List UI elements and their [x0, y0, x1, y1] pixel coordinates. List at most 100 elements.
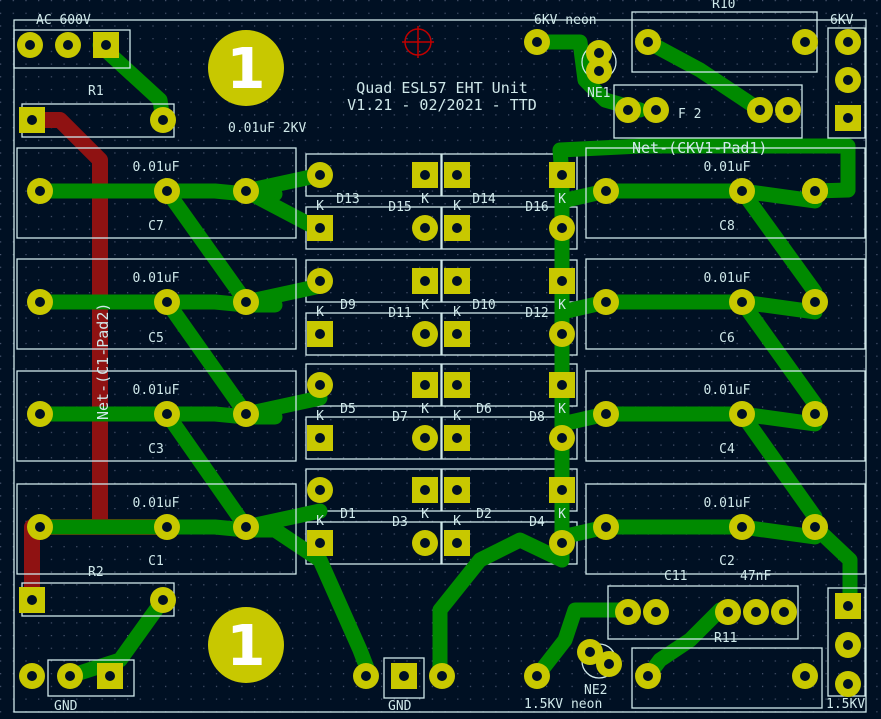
c-partial-outline: [613, 84, 803, 139]
diode-ref-d8: D8: [529, 410, 545, 425]
label-net-ckv1: Net-(CKV1-Pad1): [632, 139, 767, 157]
diode-k-marker: K: [421, 402, 429, 417]
pad-d14-k-drill: [452, 170, 462, 180]
diode-k-marker: K: [421, 507, 429, 522]
pad-c8-2-drill: [737, 186, 747, 196]
pad-d1-a-drill: [315, 485, 325, 495]
pad-d12-k-drill: [452, 329, 462, 339]
pad-d2-k-drill: [452, 485, 462, 495]
diode-body-d11: [305, 312, 442, 356]
crosshair-marker-icon: [402, 26, 434, 58]
diode-k-marker: K: [316, 514, 324, 529]
track-r10-to-c: [640, 34, 768, 118]
capacitor-value-c4: 0.01uF: [704, 383, 751, 398]
pad-d10-k-drill: [452, 276, 462, 286]
label-6kv-neon: 6KV neon: [534, 13, 597, 28]
capacitor-value-c6: 0.01uF: [704, 271, 751, 286]
pad-1-5kv-1-drill: [843, 601, 853, 611]
label-gnd-mid: GND: [388, 699, 412, 714]
diode-body-d4: [441, 521, 578, 565]
r11-outline: [631, 647, 823, 709]
pad-d11-k-drill: [315, 329, 325, 339]
diode-ref-d4: D4: [529, 515, 545, 530]
capacitor-value-c3: 0.01uF: [133, 383, 180, 398]
pad-r1-2-drill: [158, 115, 168, 125]
pad-d14-k2-drill: [557, 170, 567, 180]
pad-d6-k-drill: [452, 380, 462, 390]
capacitor-outline-c3: [16, 370, 297, 462]
pad-r10-2-drill: [800, 37, 810, 47]
label-r10: R10: [712, 0, 735, 12]
pad-d3-a-drill: [420, 538, 430, 548]
label-c11-value: 47nF: [740, 569, 771, 584]
pad-ac-2-drill: [63, 40, 73, 50]
diode-body-d12: [441, 312, 578, 356]
label-1-5kv-neon: 1.5KV neon: [524, 697, 602, 712]
pad-r1-1-drill: [27, 115, 37, 125]
track-right-diag-1: [734, 294, 823, 412]
pad-c1-3-drill: [241, 522, 251, 532]
capacitor-ref-c8: C8: [719, 219, 735, 234]
diode-k-marker: K: [453, 514, 461, 529]
diode-body-d10: [441, 259, 578, 303]
pad-c11-1-drill: [623, 607, 633, 617]
track-1-5kv-neon: [529, 602, 628, 684]
diode-ref-d2: D2: [476, 507, 492, 522]
pad-c11-4-drill: [751, 607, 761, 617]
label-net-c1: Net-(C1-Pad2): [94, 303, 112, 420]
pad-r2-1-drill: [27, 595, 37, 605]
label-r2: R2: [88, 565, 104, 580]
diode-ref-d15: D15: [388, 200, 411, 215]
capacitor-ref-c1: C1: [148, 554, 164, 569]
track-6kv-neon: [529, 34, 648, 118]
label-r11: R11: [714, 631, 737, 646]
pad-cp-3-drill: [755, 105, 765, 115]
pad-c2-2-drill: [737, 522, 747, 532]
pad-c4-3-drill: [810, 409, 820, 419]
pad-c3-2-drill: [162, 409, 172, 419]
pad-6kv-neon-drill: [532, 37, 542, 47]
pad-c2-3-drill: [810, 522, 820, 532]
pad-c6-2-drill: [737, 297, 747, 307]
diode-ref-d16: D16: [525, 200, 548, 215]
diode-k-marker: K: [453, 199, 461, 214]
pad-ne1-1-drill: [594, 48, 604, 58]
diode-body-d1: [305, 468, 442, 512]
pad-gnd-left-1-drill: [27, 671, 37, 681]
capacitor-ref-c7: C7: [148, 219, 164, 234]
diode-k-marker: K: [558, 298, 566, 313]
pad-d8-k-drill: [452, 433, 462, 443]
pad-ne2-1-drill: [585, 647, 595, 657]
pad-gnd-left-3-drill: [105, 671, 115, 681]
label-c-partial: F 2: [678, 107, 701, 122]
capacitor-outline-c2: [585, 483, 866, 575]
pad-d3-k-drill: [315, 538, 325, 548]
back-track-net-c1: [24, 112, 108, 535]
pad-d6-k2-drill: [557, 380, 567, 390]
pad-d7-k-drill: [315, 433, 325, 443]
pad-d12-a-drill: [557, 329, 567, 339]
diode-k-marker: K: [558, 192, 566, 207]
pad-c1-1-drill: [35, 522, 45, 532]
diode-body-d6: [441, 363, 578, 407]
diode-k-marker: K: [316, 199, 324, 214]
pad-c5-2-drill: [162, 297, 172, 307]
capacitor-outline-c4: [585, 370, 866, 462]
pad-ne2-2-drill: [604, 659, 614, 669]
pad-ne1-2-drill: [594, 66, 604, 76]
capacitor-ref-c6: C6: [719, 331, 735, 346]
fiducial-bottom-label: 1: [227, 614, 266, 679]
pad-c2-1-drill: [601, 522, 611, 532]
pad-gnd-left-2-drill: [65, 671, 75, 681]
connector-gnd-mid-outline: [383, 657, 425, 699]
diode-ref-d7: D7: [392, 410, 408, 425]
capacitor-value-c2: 0.01uF: [704, 496, 751, 511]
capacitor-outline-c8: [585, 147, 866, 239]
c11-outline: [607, 585, 799, 640]
track-c1-to-gnd: [267, 522, 378, 684]
label-1-5kv: 1.5KV: [826, 697, 865, 712]
diode-ref-d6: D6: [476, 402, 492, 417]
capacitor-value-c8: 0.01uF: [704, 160, 751, 175]
fiducial-bottom: 1: [208, 607, 284, 683]
pad-c7-2-drill: [162, 186, 172, 196]
